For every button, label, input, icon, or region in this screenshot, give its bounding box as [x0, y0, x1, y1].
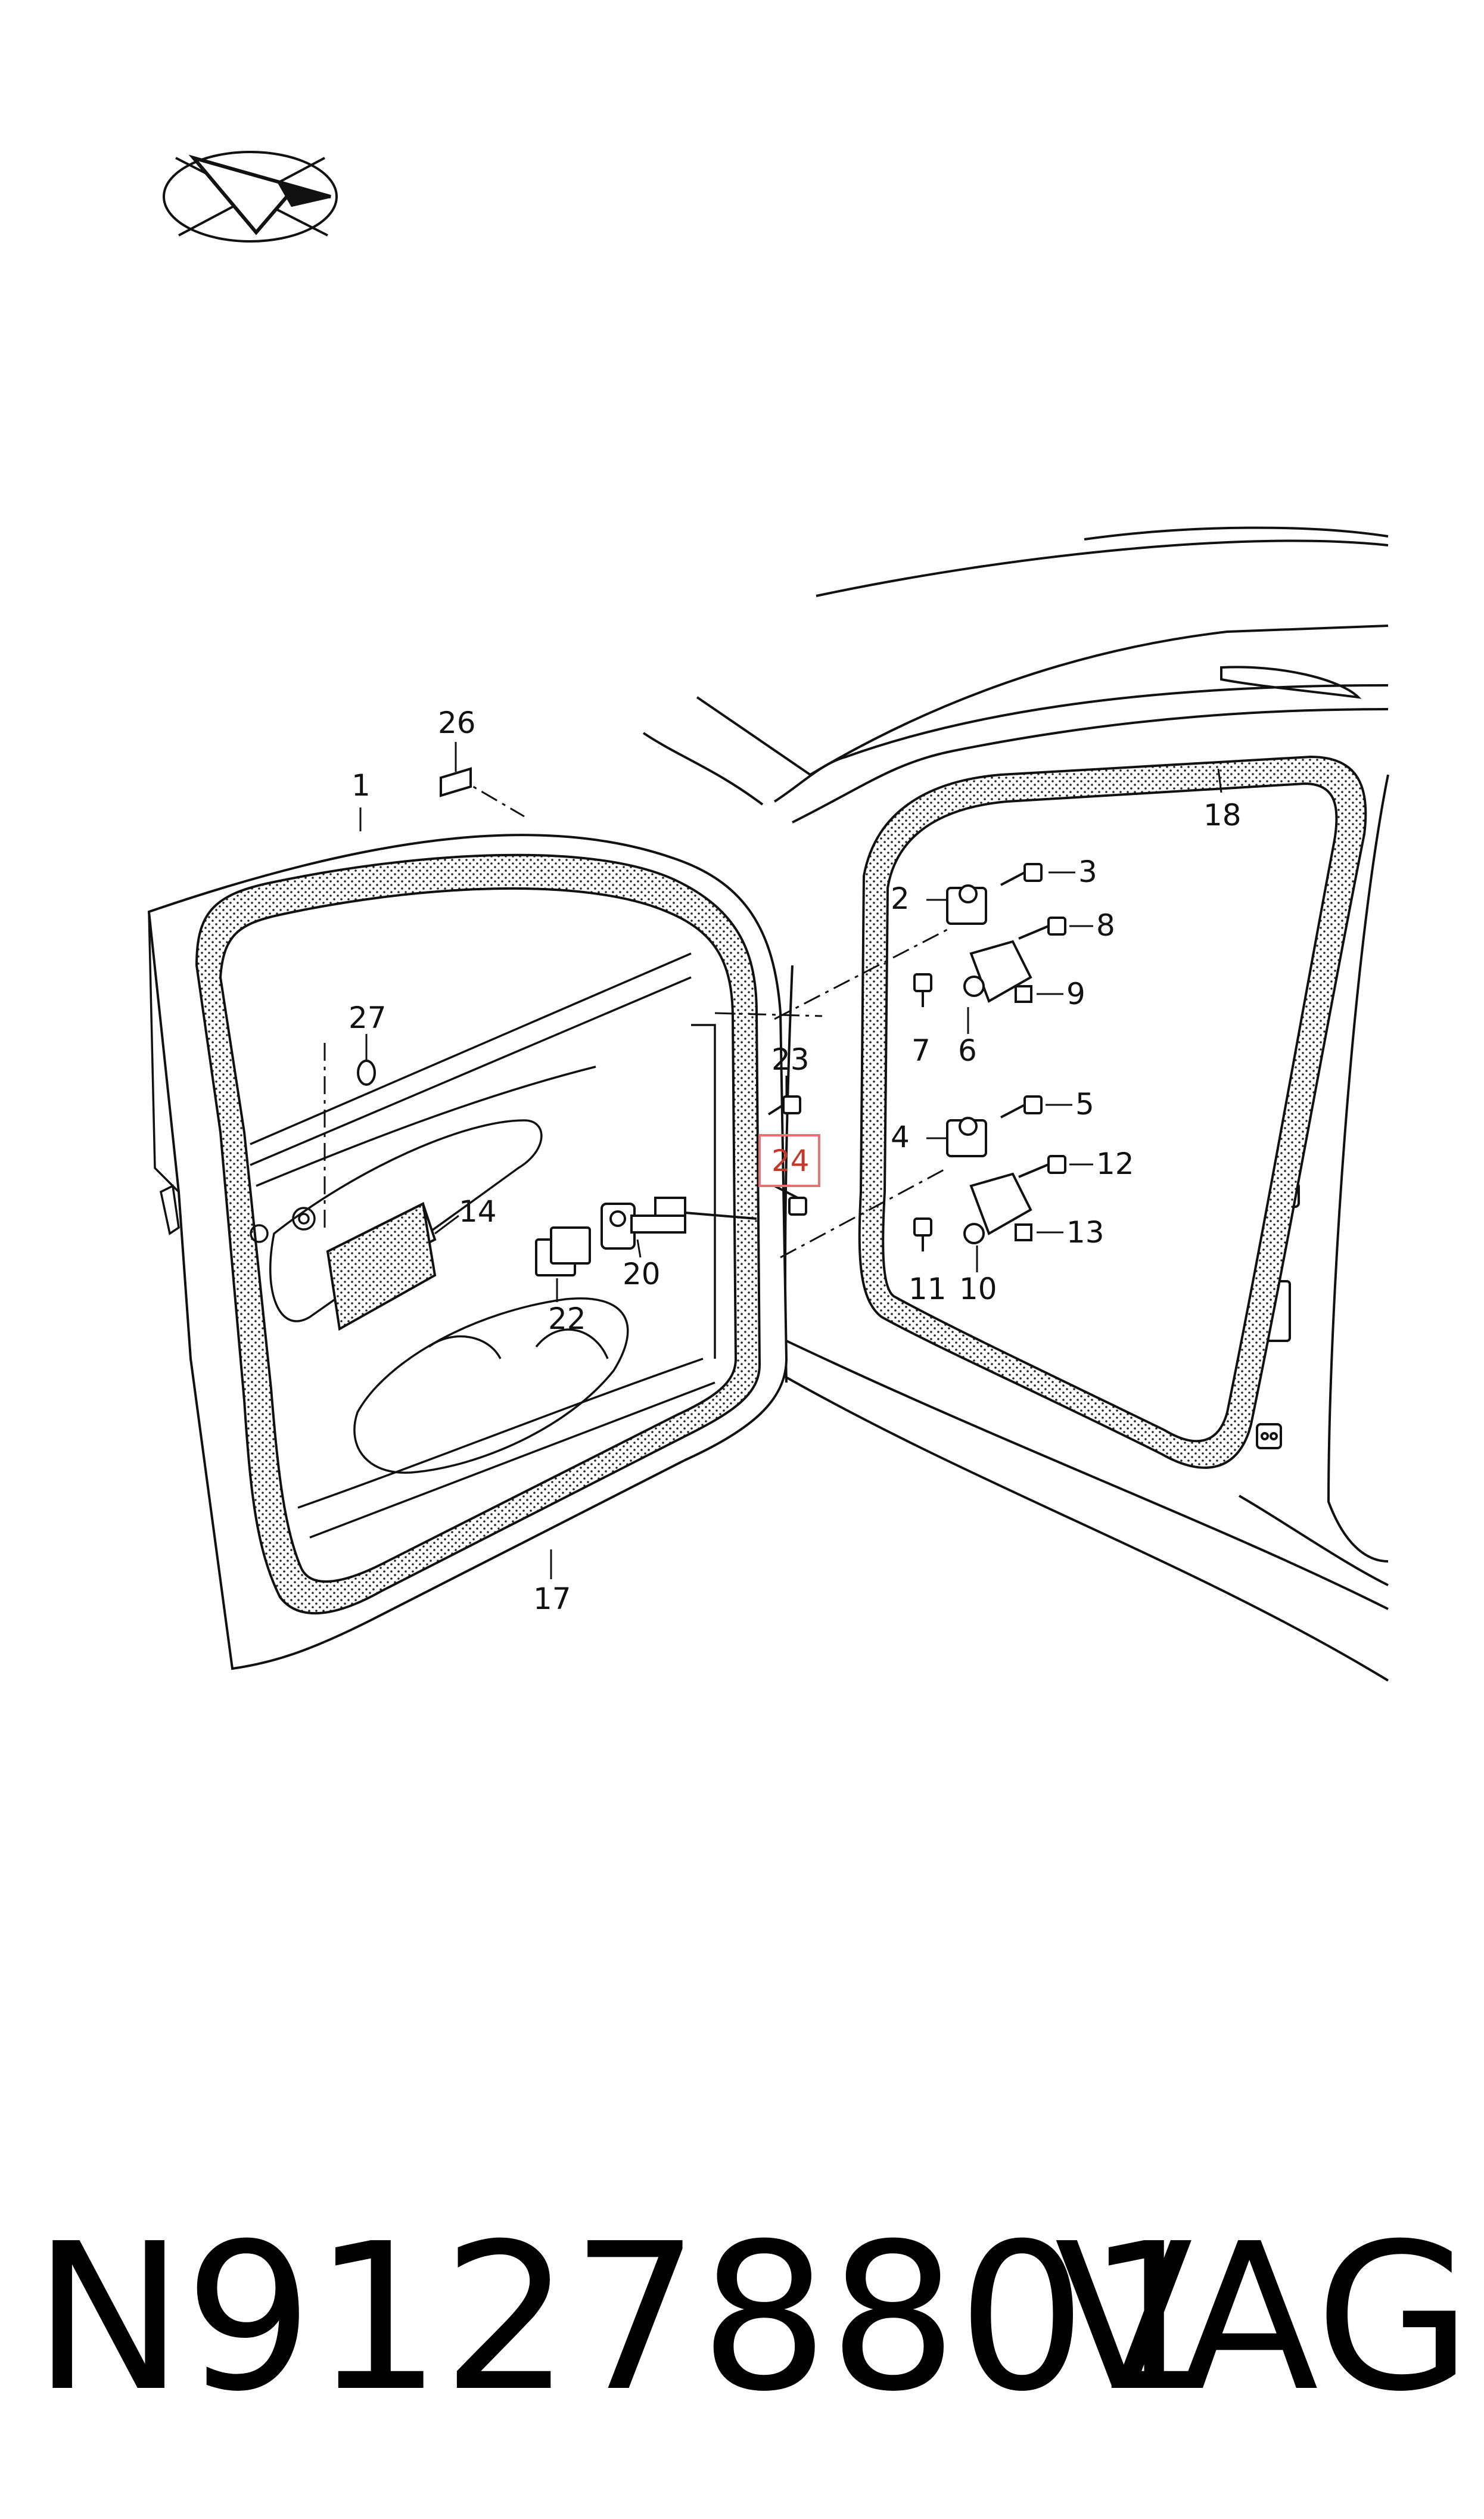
callout-26: 26 [438, 706, 476, 740]
callout-3: 3 [1078, 855, 1097, 889]
bolt-23 [767, 1095, 801, 1116]
callout-20: 20 [623, 1257, 661, 1291]
callout-2: 2 [891, 881, 910, 916]
brand-label: VAG [1054, 2200, 1472, 2436]
part-22 [535, 1226, 591, 1276]
callout-22: 22 [548, 1302, 586, 1336]
leader-lines [359, 742, 1222, 1579]
part-number: N91278801 [33, 2200, 1215, 2436]
bolt-11 [913, 1217, 932, 1251]
callout-10: 10 [959, 1272, 997, 1306]
bolt-7 [913, 973, 932, 1007]
bolt-3 [1000, 863, 1043, 886]
bolt-12 [1018, 1155, 1066, 1178]
insulating-pad [326, 1202, 437, 1331]
callout-7: 7 [911, 1033, 931, 1068]
orientation-icon [163, 151, 338, 243]
callout-11: 11 [909, 1272, 947, 1306]
callout-24-highlight [758, 1134, 820, 1187]
callout-18: 18 [1203, 798, 1242, 833]
body-seal [858, 755, 1367, 1469]
callout-12: 12 [1096, 1147, 1134, 1181]
callout-4: 4 [891, 1120, 910, 1154]
bolt-5 [1000, 1095, 1043, 1119]
bolt-24 [774, 1185, 807, 1216]
plug-27 [357, 1060, 376, 1086]
callout-6: 6 [958, 1033, 977, 1068]
bolts [357, 767, 1066, 1251]
callout-labels: 1 2 3 4 5 6 7 8 9 10 11 12 13 14 17 18 2… [349, 706, 1242, 1616]
upper-hinge [946, 884, 1032, 1003]
callout-17: 17 [533, 1582, 571, 1616]
pin-13 [1015, 1223, 1032, 1241]
bolt-8 [1018, 917, 1066, 940]
pin-9 [1015, 985, 1032, 1003]
callout-9: 9 [1066, 977, 1085, 1011]
lower-hinge [946, 1117, 1032, 1244]
callout-23: 23 [771, 1042, 810, 1077]
callout-5: 5 [1075, 1087, 1094, 1122]
label-26-shape [440, 767, 472, 797]
callout-27: 27 [349, 1001, 387, 1035]
callout-13: 13 [1066, 1215, 1105, 1250]
callout-24: 24 [771, 1144, 810, 1178]
callout-14: 14 [459, 1194, 497, 1229]
door-check-strap [601, 1197, 757, 1250]
callout-1: 1 [351, 768, 371, 803]
callout-8: 8 [1096, 908, 1115, 943]
door [147, 834, 788, 1670]
